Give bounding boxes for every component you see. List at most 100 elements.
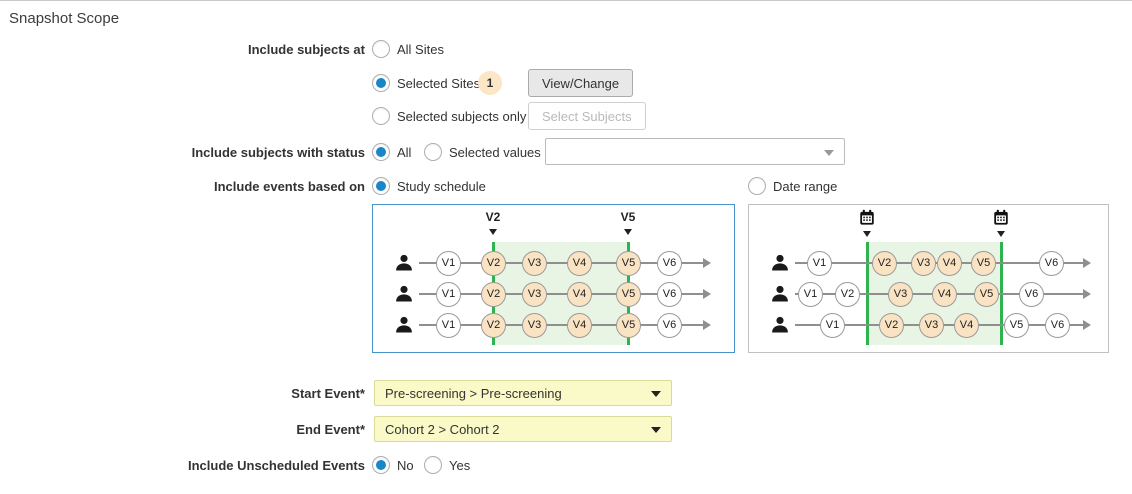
- visit-node: V1: [820, 312, 845, 338]
- include-events-based-on-label: Include events based on: [214, 178, 365, 194]
- status-all-option-label[interactable]: All: [397, 144, 412, 160]
- unscheduled-yes-radio[interactable]: [424, 456, 442, 474]
- study-schedule-option[interactable]: Study schedule: [372, 172, 486, 200]
- date-range-radio[interactable]: [748, 177, 766, 195]
- status-all-radio[interactable]: [372, 143, 390, 161]
- start-event-select[interactable]: Pre-screening > Pre-screening: [374, 380, 672, 406]
- person-icon: [770, 315, 790, 335]
- selected-sites-option[interactable]: Selected Sites: [372, 69, 480, 97]
- timeline-track: [419, 324, 703, 326]
- status-selected-values-radio[interactable]: [424, 143, 442, 161]
- selected-sites-row: Selected Sites 1 View/Change: [0, 69, 1132, 97]
- all-sites-option[interactable]: All Sites: [372, 35, 444, 63]
- status-selected-values-option-label[interactable]: Selected values: [449, 144, 541, 160]
- timeline-arrow-icon: [1083, 289, 1091, 299]
- person-icon: [394, 253, 414, 273]
- visit-node: V3: [888, 281, 913, 307]
- date-range-option[interactable]: Date range: [748, 172, 837, 200]
- visit-node: V1: [436, 312, 461, 338]
- calendar-icon: [993, 209, 1010, 226]
- end-event-row: End Event* Cohort 2 > Cohort 2: [0, 416, 1132, 443]
- marker-caret-icon: [489, 229, 497, 235]
- visit-node: V6: [657, 250, 682, 276]
- visit-node: V4: [567, 281, 592, 307]
- unscheduled-yes-option[interactable]: Yes: [424, 451, 470, 479]
- visit-marker-label: V5: [620, 210, 636, 224]
- visit-node: V5: [616, 312, 641, 338]
- study-schedule-option-label[interactable]: Study schedule: [397, 178, 486, 194]
- visit-node: V4: [567, 312, 592, 338]
- include-unscheduled-events-row: Include Unscheduled Events No Yes: [0, 451, 1132, 479]
- marker-caret-icon: [624, 229, 632, 235]
- visit-node: V1: [807, 250, 832, 276]
- visit-node: V3: [522, 250, 547, 276]
- include-subjects-at-label: Include subjects at: [247, 41, 365, 57]
- visit-node: V4: [932, 281, 957, 307]
- chevron-down-icon: [651, 391, 661, 397]
- visit-node: V4: [954, 312, 979, 338]
- person-icon: [394, 315, 414, 335]
- visit-node: V1: [436, 250, 461, 276]
- include-unscheduled-events-label: Include Unscheduled Events: [188, 457, 365, 473]
- include-subjects-at-row: Include subjects at All Sites: [0, 35, 1132, 63]
- marker-caret-icon: [997, 231, 1005, 237]
- unscheduled-no-option[interactable]: No: [372, 451, 414, 479]
- person-icon: [770, 284, 790, 304]
- study-schedule-radio[interactable]: [372, 177, 390, 195]
- visit-node: V2: [835, 281, 860, 307]
- date-range-option-label[interactable]: Date range: [773, 178, 838, 194]
- timeline-arrow-icon: [703, 258, 711, 268]
- visit-node: V5: [974, 281, 999, 307]
- timeline-track: [419, 293, 703, 295]
- visit-marker-label: V2: [485, 210, 501, 224]
- visit-node: V6: [657, 281, 682, 307]
- marker-caret-icon: [863, 231, 871, 237]
- timeline-arrow-icon: [703, 289, 711, 299]
- visit-node: V2: [481, 312, 506, 338]
- visit-node: V5: [616, 281, 641, 307]
- selected-sites-radio[interactable]: [372, 74, 390, 92]
- person-icon: [394, 284, 414, 304]
- visit-node: V4: [937, 250, 962, 276]
- timeline-track: [419, 262, 703, 264]
- end-event-value: Cohort 2 > Cohort 2: [385, 421, 500, 437]
- view-change-button[interactable]: View/Change: [528, 69, 634, 97]
- visit-node: V2: [879, 312, 904, 338]
- selected-sites-option-label[interactable]: Selected Sites: [397, 75, 481, 91]
- status-selected-values-option[interactable]: Selected values: [424, 138, 541, 166]
- visit-node: V6: [1019, 281, 1044, 307]
- selected-subjects-only-option-label[interactable]: Selected subjects only: [397, 108, 527, 124]
- visit-node: V3: [522, 281, 547, 307]
- include-subjects-status-row: Include subjects with status All Selecte…: [0, 138, 1132, 166]
- visit-node: V6: [1045, 312, 1070, 338]
- visit-node: V2: [481, 281, 506, 307]
- visit-node: V3: [522, 312, 547, 338]
- selected-subjects-only-radio[interactable]: [372, 107, 390, 125]
- visit-node: V2: [481, 250, 506, 276]
- timeline-arrow-icon: [1083, 320, 1091, 330]
- status-all-option[interactable]: All: [372, 138, 411, 166]
- selected-sites-count-badge: 1: [478, 71, 502, 95]
- all-sites-radio[interactable]: [372, 40, 390, 58]
- status-values-dropdown[interactable]: [545, 138, 845, 165]
- chevron-down-icon: [651, 427, 661, 433]
- include-subjects-status-label: Include subjects with status: [191, 144, 365, 160]
- visit-node: V5: [616, 250, 641, 276]
- unscheduled-no-option-label[interactable]: No: [397, 457, 414, 473]
- selected-subjects-only-option[interactable]: Selected subjects only: [372, 102, 526, 130]
- selected-subjects-only-row: Selected subjects only Select Subjects: [0, 102, 1132, 130]
- all-sites-option-label[interactable]: All Sites: [397, 41, 444, 57]
- visit-node: V1: [436, 281, 461, 307]
- start-event-row: Start Event* Pre-screening > Pre-screeni…: [0, 380, 1132, 407]
- visit-node: V6: [657, 312, 682, 338]
- select-subjects-button[interactable]: Select Subjects: [528, 102, 646, 130]
- end-event-select[interactable]: Cohort 2 > Cohort 2: [374, 416, 672, 442]
- person-icon: [770, 253, 790, 273]
- unscheduled-yes-option-label[interactable]: Yes: [449, 457, 471, 473]
- chevron-down-icon: [824, 149, 834, 156]
- unscheduled-no-radio[interactable]: [372, 456, 390, 474]
- visit-node: V1: [798, 281, 823, 307]
